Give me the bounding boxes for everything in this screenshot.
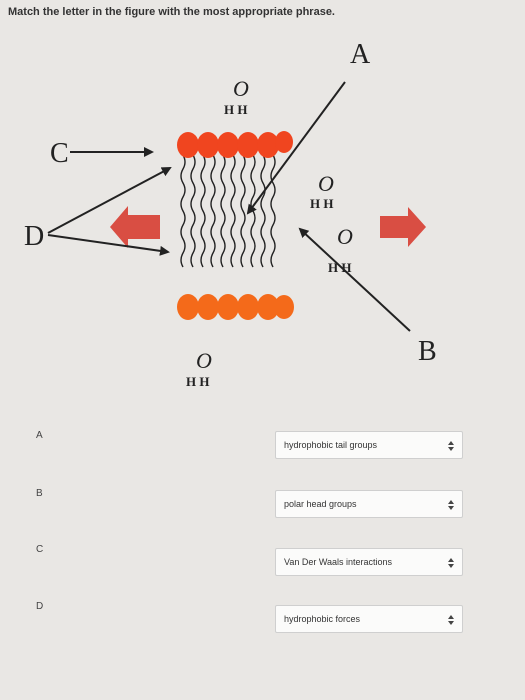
left-red-arrow [110, 206, 160, 248]
label-a: A [350, 39, 371, 70]
right-red-arrow [380, 207, 426, 247]
svg-text:O: O [233, 76, 249, 101]
svg-text:H H: H H [310, 196, 333, 211]
arrow-b-line [298, 227, 411, 332]
water-molecule-right: O H H [328, 224, 353, 275]
select-b-value: polar head groups [284, 499, 357, 509]
svg-text:O: O [318, 171, 334, 196]
select-c[interactable]: Van Der Waals interactions [275, 548, 463, 576]
label-c: C [50, 138, 69, 169]
select-b[interactable]: polar head groups [275, 490, 463, 518]
label-d: D [24, 221, 44, 252]
arrow-d-lower-line [47, 234, 170, 256]
svg-text:H H: H H [224, 102, 247, 117]
select-c-updown-icon [448, 558, 454, 568]
polar-heads-top [177, 131, 293, 158]
select-d[interactable]: hydrophobic forces [275, 605, 463, 633]
svg-text:O: O [196, 348, 212, 373]
row-letter-d: D [36, 601, 44, 612]
water-molecule-middle: O H H [310, 171, 334, 211]
arrow-a-line [246, 81, 346, 215]
svg-text:H H: H H [186, 374, 209, 389]
lipid-tails [180, 154, 276, 268]
select-a[interactable]: hydrophobic tail groups [275, 431, 463, 459]
arrow-d-upper-line [47, 167, 172, 234]
water-molecule-top: O H H [224, 76, 249, 117]
polar-heads-bottom [177, 294, 294, 320]
membrane-diagram: A B C D O H H O H H O H H O H H [24, 39, 437, 389]
select-a-value: hydrophobic tail groups [284, 440, 378, 450]
row-letter-a: A [36, 430, 43, 441]
label-b: B [418, 336, 437, 367]
row-letter-b: B [36, 488, 43, 499]
select-b-updown-icon [448, 500, 454, 510]
select-a-updown-icon [448, 441, 454, 451]
water-molecule-bottom: O H H [186, 348, 212, 389]
select-c-value: Van Der Waals interactions [284, 557, 393, 567]
row-letter-c: C [36, 544, 44, 555]
svg-text:O: O [337, 224, 353, 249]
select-d-updown-icon [448, 615, 454, 625]
select-d-value: hydrophobic forces [284, 614, 361, 624]
svg-text:H H: H H [328, 260, 351, 275]
question-prompt: Match the letter in the figure with the … [8, 6, 335, 18]
